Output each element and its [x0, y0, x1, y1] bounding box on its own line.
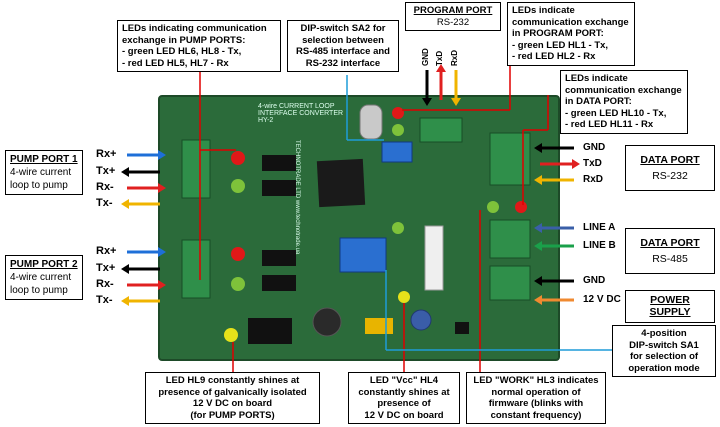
data232-pin-gnd: GND — [583, 142, 606, 153]
pump2-pin-rx-plus: Rx+ — [96, 245, 117, 257]
pump2-pin-rx-minus: Rx- — [96, 278, 114, 290]
callout-power-supply: POWER SUPPLY — [625, 290, 715, 323]
pump2-pin-tx-minus: Tx- — [96, 294, 113, 306]
pump1-pin-tx-plus: Tx+ — [96, 165, 116, 177]
callout-hl9: LED HL9 constantly shines at presence of… — [145, 372, 320, 424]
board-brand: TECHNOTRADE LTD www.technotrade.ua — [294, 140, 300, 255]
callout-program-leds: LEDs indicate communication exchange in … — [507, 2, 635, 66]
data232-pin-txd: TxD — [583, 158, 602, 169]
data232-pin-rxd: RxD — [583, 174, 604, 185]
callout-pump-leds: LEDs indicating communication exchange i… — [117, 20, 281, 72]
callout-pump-port-2: PUMP PORT 2 4-wire current loop to pump — [5, 255, 83, 300]
callout-hl4: LED "Vcc" HL4 constantly shines at prese… — [348, 372, 460, 424]
callout-data-port-485: DATA PORT RS-485 — [625, 228, 715, 274]
program-pin-txd: TxD — [435, 50, 444, 66]
callout-hl3: LED "WORK" HL3 indicates normal operatio… — [466, 372, 606, 424]
pump1-pin-tx-minus: Tx- — [96, 197, 113, 209]
data485-pin-line-b: LINE B — [583, 240, 616, 251]
callout-dip-sa2: DIP-switch SA2 for selection between RS-… — [287, 20, 399, 72]
program-pin-gnd: GND — [421, 48, 430, 66]
power-pin-gnd: GND — [583, 275, 606, 286]
callout-pump-port-1: PUMP PORT 1 4-wire current loop to pump — [5, 150, 83, 195]
pump2-pin-tx-plus: Tx+ — [96, 262, 116, 274]
callout-dip-sa1: 4-position DIP-switch SA1 for selection … — [612, 325, 716, 377]
board-components — [181, 104, 531, 344]
callout-data-port-232: DATA PORT RS-232 — [625, 145, 715, 191]
data485-pin-line-a: LINE A — [583, 222, 616, 233]
power-pin-12v: 12 V DC — [583, 294, 621, 305]
program-pin-rxd: RxD — [450, 49, 459, 66]
pump1-pin-rx-plus: Rx+ — [96, 148, 117, 160]
callout-data-leds: LEDs indicate communication exchange in … — [560, 70, 688, 134]
callout-program-port: PROGRAM PORT RS-232 — [405, 2, 501, 31]
pump1-pin-rx-minus: Rx- — [96, 181, 114, 193]
